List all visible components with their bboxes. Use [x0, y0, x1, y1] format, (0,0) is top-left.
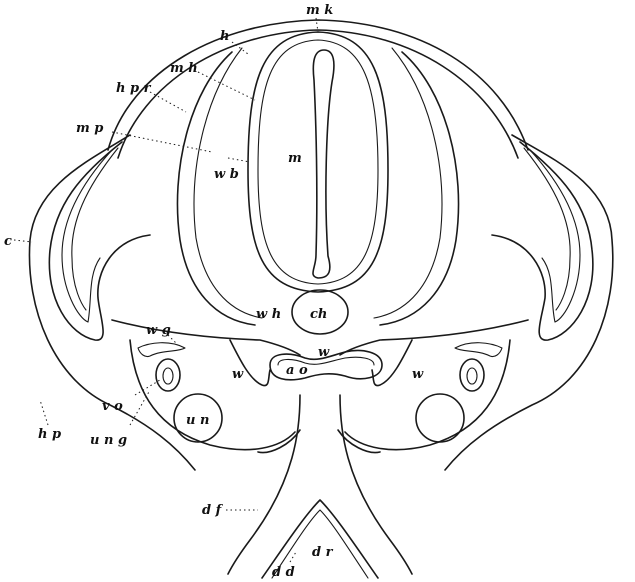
inner-body-wall	[118, 30, 518, 158]
right-outer-fold	[445, 135, 613, 470]
label-c: c	[4, 234, 12, 249]
label-m: m	[288, 151, 302, 166]
right-wolffian-duct	[455, 343, 502, 357]
visceral-roof-left	[112, 320, 300, 355]
label-vo: v o	[102, 399, 123, 414]
right-kidney	[416, 394, 464, 442]
label-hpr: h p r	[116, 81, 152, 96]
gut-wall-left	[228, 395, 300, 574]
left-vessel-vo	[156, 359, 180, 391]
label-df: d f	[202, 503, 224, 518]
label-w-right: w	[412, 367, 424, 382]
right-fold-loop-2	[524, 148, 570, 310]
label-ao: a o	[286, 363, 308, 378]
left-outer-fold	[29, 135, 195, 470]
visceral-roof-right	[340, 320, 528, 355]
label-un: u n	[186, 413, 209, 428]
label-wb: w b	[214, 167, 239, 182]
label-mh: m h	[170, 61, 198, 76]
label-dd: d d	[272, 565, 295, 580]
label-wh: w h	[256, 307, 281, 322]
left-vessel-vo-inner	[163, 368, 173, 384]
right-fold-inner	[492, 142, 593, 340]
label-mp: m p	[76, 121, 103, 136]
neural-tube-inner	[258, 40, 378, 284]
right-vessel-inner	[467, 368, 477, 384]
leader-dd	[290, 552, 296, 562]
central-canal	[313, 50, 334, 278]
label-w-left: w	[232, 367, 244, 382]
leader-ung	[130, 390, 150, 425]
gut-wall-right	[340, 395, 412, 574]
label-mk: m k	[306, 3, 333, 18]
left-fold-inner	[49, 142, 150, 340]
label-wg: w g	[146, 323, 171, 338]
leader-hp	[40, 400, 48, 425]
left-coelom-lining	[130, 340, 295, 450]
neural-tube-outer	[248, 32, 388, 292]
label-ch: ch	[310, 307, 327, 322]
label-dr: d r	[312, 545, 334, 560]
label-h: h	[220, 29, 229, 44]
left-fold-loop-2	[72, 148, 118, 310]
left-fold-loop	[62, 150, 112, 322]
label-hp: h p	[38, 427, 61, 442]
leader-wb	[228, 158, 250, 162]
right-mesentery	[372, 340, 412, 386]
right-fold-loop	[530, 150, 580, 322]
right-vessel	[460, 359, 484, 391]
label-ung: u n g	[90, 433, 127, 448]
label-w-center: w	[318, 345, 330, 360]
leader-mh	[198, 72, 255, 100]
